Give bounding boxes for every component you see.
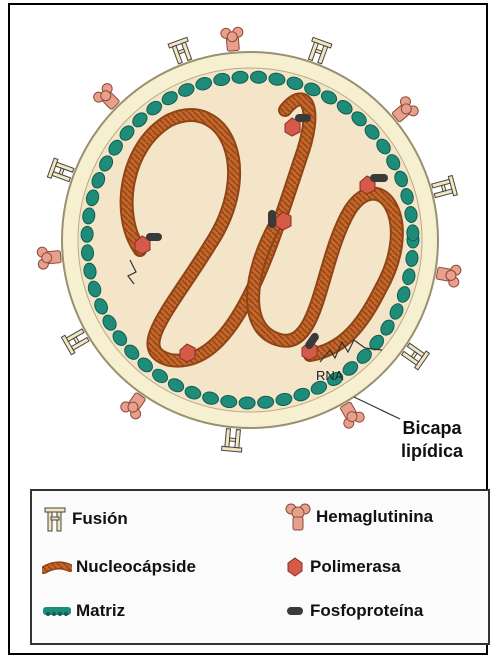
legend-label: Fusión: [72, 509, 128, 529]
fusion-spike: [431, 175, 457, 200]
fusion-spike: [222, 428, 244, 452]
hemagglutinin-spike: [37, 246, 62, 270]
matrix-bead: [407, 225, 420, 242]
label-line: lipídica: [388, 440, 476, 463]
legend-item-fusion: Fusión: [42, 505, 128, 533]
legend-label: Fosfoproteína: [310, 601, 423, 621]
matrix-bead: [239, 397, 255, 409]
legend-label: Hemaglutinina: [316, 507, 433, 527]
matrix-bead: [232, 71, 249, 84]
matrix-bead: [250, 71, 267, 84]
hemagglutinin-spike: [435, 262, 461, 288]
nucleocapsid-icon: [42, 560, 72, 574]
legend-label: Nucleocápside: [76, 557, 196, 577]
figure-frame: RNA Bicapa lipídica Fusión Hemaglutinina: [8, 3, 488, 655]
hemagglutinin-icon: [284, 502, 312, 532]
legend-item-nucleocapside: Nucleocápside: [42, 553, 196, 581]
virus-diagram: RNA: [20, 10, 496, 478]
legend: Fusión Hemaglutinina Nucleocápside Polim…: [30, 489, 490, 645]
fusion-protein-icon: [42, 505, 68, 533]
legend-item-matriz: Matriz: [42, 597, 125, 625]
legend-label: Polimerasa: [310, 557, 401, 577]
lipid-bilayer-label: Bicapa lipídica: [388, 417, 476, 463]
rna-label: RNA: [316, 368, 344, 383]
matrix-bead: [81, 226, 94, 242]
phosphoprotein-icon: [284, 604, 306, 618]
bilayer-pointer: [350, 393, 410, 423]
polymerase-icon: [284, 556, 306, 578]
legend-item-fosfoproteina: Fosfoproteína: [284, 597, 423, 625]
legend-item-hemaglutinina: Hemaglutinina: [284, 503, 433, 531]
legend-item-polimerasa: Polimerasa: [284, 553, 401, 581]
hemagglutinin-spike: [220, 27, 244, 52]
legend-label: Matriz: [76, 601, 125, 621]
matrix-protein-icon: [42, 605, 72, 617]
